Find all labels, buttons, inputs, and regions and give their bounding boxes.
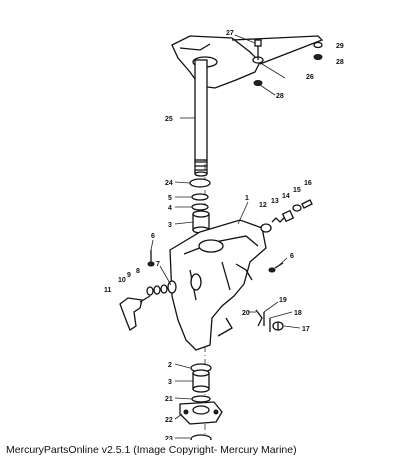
- callout-5: 5: [168, 195, 172, 202]
- callout-13: 13: [271, 198, 279, 205]
- nut: [253, 80, 263, 86]
- callout-8: 8: [136, 268, 140, 275]
- callout-23: 23: [165, 436, 173, 440]
- callout-28-lower: 28: [276, 93, 284, 100]
- callout-9: 9: [127, 272, 131, 279]
- bushing-lower: [192, 369, 210, 393]
- spring-assembly: [260, 199, 313, 233]
- callout-3-upper: 3: [168, 222, 172, 229]
- swivel-bracket: [169, 219, 267, 351]
- lower-yoke: [179, 401, 223, 425]
- callout-14: 14: [282, 193, 290, 200]
- image-caption: MercuryPartsOnline v2.5.1 (Image Copyrig…: [6, 444, 297, 456]
- callout-29: 29: [336, 43, 344, 50]
- lock-pin-assembly: [255, 309, 284, 332]
- callout-1: 1: [245, 195, 249, 202]
- lower-seal: [190, 434, 212, 440]
- callout-26: 26: [306, 74, 314, 81]
- callout-28-right: 28: [336, 59, 344, 66]
- callout-11: 11: [104, 287, 112, 294]
- washer-and-nut-small: [313, 41, 323, 60]
- callout-22: 22: [165, 417, 173, 424]
- callout-numbers: 27 29 28 26 28 25 24 5 4 3 1 12 13 14 15…: [104, 30, 344, 440]
- callout-25: 25: [165, 116, 173, 123]
- callout-20: 20: [242, 310, 250, 317]
- callout-6-right: 6: [290, 253, 294, 260]
- tilt-lever: [119, 295, 151, 331]
- callout-17: 17: [302, 326, 310, 333]
- callout-4: 4: [168, 205, 172, 212]
- callout-2-lower: 2: [168, 362, 172, 369]
- callout-6-left: 6: [151, 233, 155, 240]
- exploded-parts-diagram: 27 29 28 26 28 25 24 5 4 3 1 12 13 14 15…: [104, 30, 344, 440]
- callout-24: 24: [165, 180, 173, 187]
- thrust-washer: [191, 395, 211, 403]
- callout-7: 7: [156, 261, 160, 268]
- callout-12: 12: [259, 202, 267, 209]
- callout-3-lower: 3: [168, 379, 172, 386]
- washer-stack-upper: [189, 178, 211, 211]
- callout-18: 18: [294, 310, 302, 317]
- callout-10: 10: [118, 277, 126, 284]
- callout-21: 21: [165, 396, 173, 403]
- callout-27: 27: [226, 30, 234, 37]
- steering-tube: [194, 59, 208, 177]
- callout-19: 19: [279, 297, 287, 304]
- callout-15: 15: [293, 187, 301, 194]
- callout-16: 16: [304, 180, 312, 187]
- screw-left: [147, 250, 155, 267]
- leader-lines: [150, 34, 301, 439]
- side-washers: [146, 280, 177, 296]
